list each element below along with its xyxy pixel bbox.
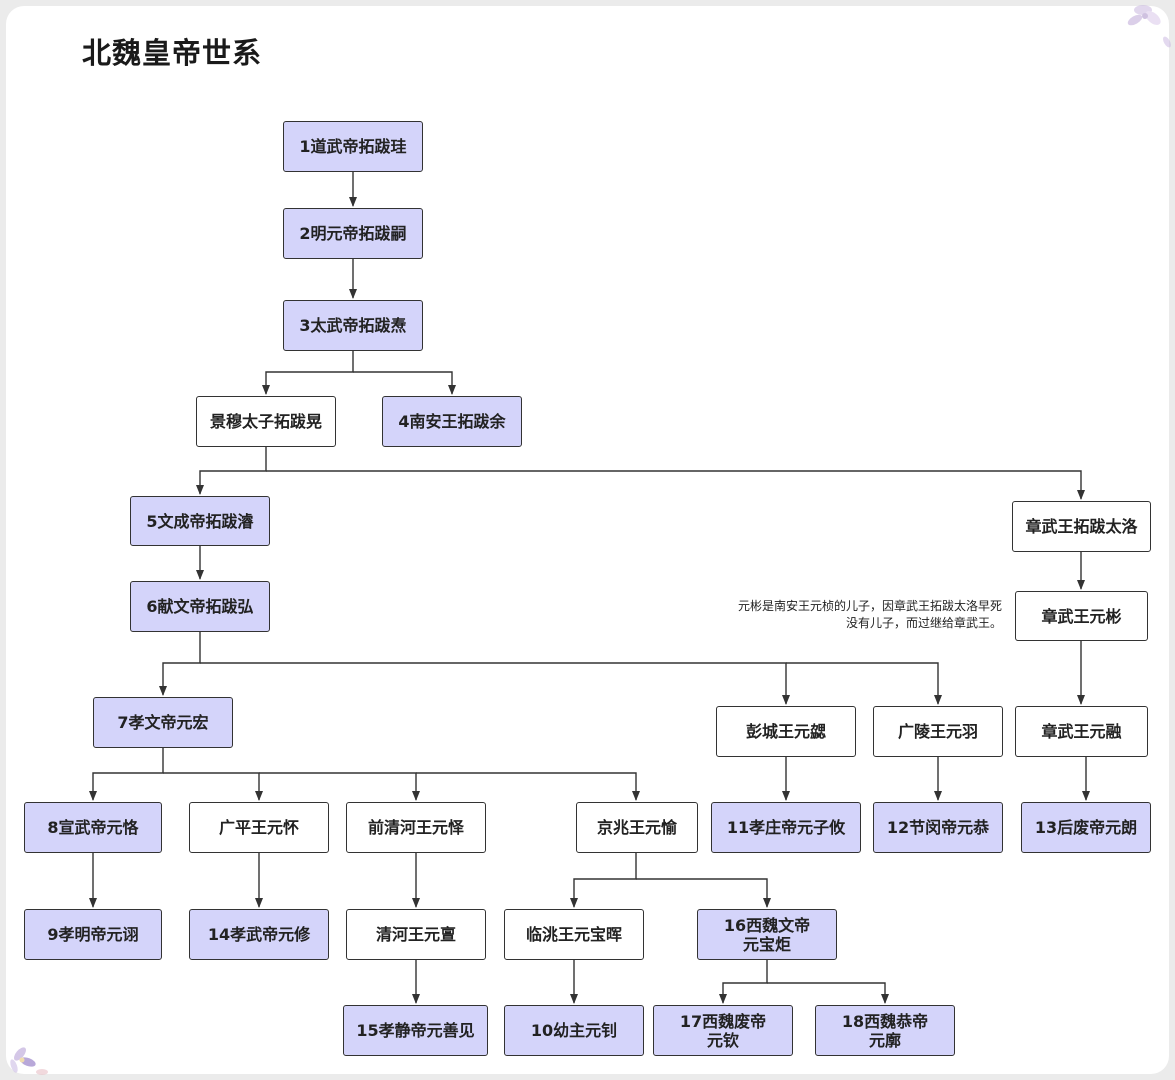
node-western-wei-wen-emperor: 16西魏文帝 元宝炬 (697, 909, 837, 960)
edge-n16-n18 (767, 982, 889, 1004)
edge-jingzhao-n16 (636, 878, 771, 908)
edge-jingmu-zhangwu (266, 470, 1085, 500)
node-wencheng-emperor: 5文成帝拓跋濬 (130, 496, 270, 546)
flower-decoration-top-right (1127, 5, 1171, 48)
flower-decoration-bottom-left (10, 1047, 48, 1075)
node-xianwen-emperor: 6献文帝拓跋弘 (130, 581, 270, 632)
edge-jingmu-n5 (196, 447, 267, 495)
node-xiaowen-emperor: 7孝文帝元宏 (93, 697, 233, 748)
node-zhangwu-tuoba-tailuo: 章武王拓跋太洛 (1012, 501, 1151, 552)
edge-n6-guangling (786, 662, 942, 705)
edge-n3-jingmu (262, 351, 354, 395)
node-zhangwu-yuanbin: 章武王元彬 (1015, 591, 1148, 641)
node-pengcheng-king: 彭城王元勰 (716, 706, 856, 757)
edge-n6-pengcheng (200, 662, 790, 705)
node-xiaojing-emperor: 15孝静帝元善见 (343, 1005, 488, 1056)
node-zhangwu-yuanrong: 章武王元融 (1015, 706, 1148, 757)
node-qinghe-king: 清河王元亶 (346, 909, 486, 960)
edge-n16-n17 (719, 960, 768, 1004)
node-lintao-king: 临洮王元宝晖 (504, 909, 644, 960)
edge-n6-n7 (159, 632, 201, 696)
node-houfei-emperor: 13后废帝元朗 (1021, 802, 1151, 853)
node-xiaoming-emperor: 9孝明帝元诩 (24, 909, 162, 960)
node-guangping-king: 广平王元怀 (189, 802, 329, 853)
node-xiaowu-emperor: 14孝武帝元修 (189, 909, 329, 960)
node-western-wei-gong-emperor: 18西魏恭帝 元廓 (815, 1005, 955, 1056)
node-jingzhao-king: 京兆王元愉 (576, 802, 698, 853)
node-western-wei-fei-emperor: 17西魏废帝 元钦 (653, 1005, 793, 1056)
node-daowu-emperor: 1道武帝拓跋珪 (283, 121, 423, 172)
node-youzhu: 10幼主元钊 (504, 1005, 644, 1056)
diagram-title: 北魏皇帝世系 (82, 36, 263, 70)
edge-jingzhao-lintao (570, 853, 637, 908)
node-taiwu-emperor: 3太武帝拓跋焘 (283, 300, 423, 351)
edge-n7-jingzhao (416, 772, 640, 801)
edge-n7-n8 (89, 748, 164, 801)
adoption-annotation: 元彬是南安王元桢的儿子，因章武王拓跋太洛早死 没有儿子，而过继给章武王。 (737, 599, 1002, 630)
edge-n7-guangping (163, 772, 263, 801)
node-nanan-king: 4南安王拓跋余 (382, 396, 522, 447)
edge-n7-qianqinghe (259, 772, 420, 801)
node-guangling-king: 广陵王元羽 (873, 706, 1003, 757)
edge-n3-n4 (353, 371, 456, 395)
node-mingyuan-emperor: 2明元帝拓跋嗣 (283, 208, 423, 259)
node-xuanwu-emperor: 8宣武帝元恪 (24, 802, 162, 853)
node-xiaozhuang-emperor: 11孝庄帝元子攸 (711, 802, 861, 853)
node-jingmu-prince: 景穆太子拓跋晃 (196, 396, 336, 447)
node-jiemin-emperor: 12节闵帝元恭 (873, 802, 1003, 853)
node-former-qinghe-king: 前清河王元怿 (346, 802, 486, 853)
